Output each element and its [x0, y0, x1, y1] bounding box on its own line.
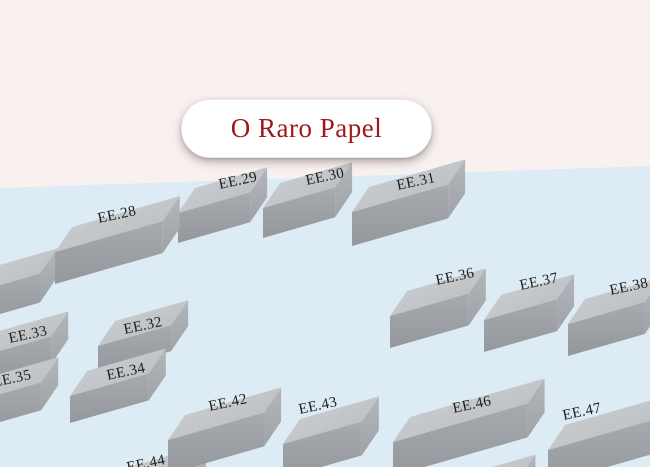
booth-front-face: [178, 192, 251, 243]
booth-EE.34[interactable]: EE.34: [70, 348, 166, 423]
booth-label: EE.32: [122, 314, 164, 338]
booth-front-face: [548, 420, 650, 467]
booth-EE.29[interactable]: EE.29: [178, 167, 268, 243]
booth-top-face: [0, 357, 59, 394]
booth-EE.35[interactable]: EE.35: [0, 357, 59, 430]
booth-top-face: [568, 280, 650, 324]
booth-front-face: [393, 403, 528, 467]
booth-front-face: [98, 325, 172, 372]
booth-front-face: [168, 412, 265, 467]
booth-EE.43[interactable]: EE.43: [283, 394, 379, 467]
booth-top-face: [98, 300, 189, 346]
booth-top-face: [0, 311, 69, 351]
booth-side-face: [51, 311, 69, 365]
booth-EE.36[interactable]: EE.36: [390, 265, 486, 348]
booth-top-face: [70, 348, 166, 396]
booth-front-face: [484, 299, 558, 352]
booth-label: EE.30: [304, 165, 346, 189]
booth-unlabeled: [0, 248, 57, 314]
booth-front-face: [263, 187, 336, 238]
booth-top-face: [263, 162, 353, 208]
booth-front-face: [283, 421, 362, 467]
booth-label: EE.42: [207, 391, 249, 415]
booth-side-face: [148, 348, 166, 401]
booth-front-face: [0, 273, 40, 314]
booth-side-face: [40, 248, 57, 303]
booth-EE.31[interactable]: EE.31: [352, 159, 466, 246]
booth-side-face: [527, 378, 545, 438]
booth-top-face: [484, 274, 575, 320]
booth-label: EE.43: [297, 394, 339, 418]
booth-top-face: [352, 159, 466, 212]
booth-EE.46[interactable]: EE.46: [393, 378, 545, 467]
booth-label: EE.29: [217, 169, 259, 193]
booth-label: EE.36: [434, 265, 476, 289]
booth-EE.28[interactable]: EE.28: [55, 196, 180, 284]
booth-side-face: [361, 396, 379, 456]
booth-top-face: [55, 196, 180, 252]
booth-front-face: [568, 301, 645, 356]
booth-EE.42[interactable]: EE.42: [168, 387, 282, 467]
booth-front-face: [390, 293, 469, 348]
booth-front-face: [0, 336, 52, 379]
booth-front-face: [0, 382, 42, 422]
booth-side-face: [171, 300, 189, 352]
booth-side-face: [557, 274, 575, 332]
booth-side-face: [264, 387, 282, 447]
booth-label: EE.38: [608, 275, 650, 299]
booth-label: EE.47: [561, 400, 603, 424]
booth-front-face: [70, 373, 149, 423]
booth-EE.47[interactable]: EE.47: [548, 395, 650, 467]
booth-front-face: [352, 184, 449, 246]
booth-side-face: [468, 268, 486, 326]
booth-top-face: [492, 454, 536, 467]
booth-side-face: [644, 294, 650, 334]
booth-top-face: [178, 167, 268, 213]
booth-label: EE.28: [96, 203, 138, 227]
tooltip-text: O Raro Papel: [230, 113, 383, 143]
booth-label: EE.34: [105, 360, 147, 384]
booth-top-face: [283, 396, 379, 444]
booth-EE.32[interactable]: EE.32: [98, 300, 189, 372]
booth-side-face: [335, 162, 353, 218]
booth-side-face: [250, 167, 268, 223]
booth-EE.33[interactable]: EE.33: [0, 311, 69, 384]
booth-front-face: [55, 221, 163, 284]
booth-side-face: [448, 159, 466, 219]
booth-side-face: [526, 454, 536, 467]
booth-top-face: [390, 268, 486, 316]
booth-side-face: [41, 357, 59, 411]
booth-label: EE.31: [395, 170, 437, 194]
booth-EE.38[interactable]: EE.38: [568, 275, 650, 356]
booth-top-face: [0, 248, 57, 285]
booth-label: EE.33: [7, 323, 49, 347]
booth-top-face: [168, 387, 282, 440]
booth-label: EE.37: [518, 270, 560, 294]
booth-tooltip: O Raro Papel: [181, 99, 432, 158]
booth-top-face: [548, 400, 650, 450]
booth-label: EE.46: [451, 393, 493, 417]
booth-top-face: [393, 378, 545, 442]
booth-unlabeled: [492, 454, 536, 467]
booth-side-face: [162, 196, 180, 254]
booth-EE.30[interactable]: EE.30: [263, 162, 353, 238]
booth-EE.37[interactable]: EE.37: [484, 270, 575, 352]
